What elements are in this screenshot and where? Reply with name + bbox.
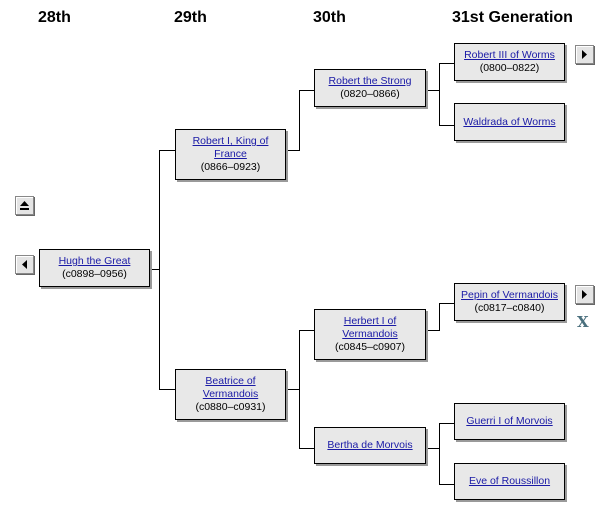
- connector-line: [426, 448, 440, 449]
- connector-line: [299, 90, 300, 151]
- connector-line: [299, 330, 300, 449]
- generation-header-30: 30th: [313, 9, 346, 26]
- person-link[interactable]: Waldrada of Worms: [463, 115, 556, 128]
- person-box-beatrice: Beatrice of Vermandois (c0880–c0931): [175, 369, 286, 420]
- person-box-hugh: Hugh the Great (c0898–0956): [39, 249, 150, 287]
- person-box-herbert-i: Herbert I of Vermandois (c0845–c0907): [314, 309, 426, 360]
- person-link[interactable]: Pepin of Vermandois: [461, 289, 558, 301]
- connector-line: [439, 303, 440, 331]
- person-box-eve: Eve of Roussillon: [454, 463, 565, 500]
- arrow-right-icon: [582, 290, 587, 299]
- connector-line: [439, 63, 454, 64]
- connector-line: [439, 63, 440, 126]
- connector-line: [439, 303, 454, 304]
- person-box-robert-i: Robert I, King of France (0866–0923): [175, 129, 286, 180]
- person-link[interactable]: Beatrice of Vermandois: [202, 375, 259, 400]
- connector-line: [159, 150, 175, 151]
- person-link[interactable]: Robert III of Worms: [464, 49, 555, 61]
- person-link[interactable]: Robert the Strong: [328, 75, 412, 87]
- person-link[interactable]: Eve of Roussillon: [468, 475, 551, 487]
- person-dates: (c0898–0956): [62, 268, 127, 280]
- connector-line: [159, 150, 160, 390]
- connector-line: [439, 423, 454, 424]
- generation-header-28: 28th: [38, 9, 71, 26]
- person-box-guerri: Guerri I of Morvois: [454, 403, 565, 440]
- connector-line: [286, 389, 300, 390]
- person-box-waldrada: Waldrada of Worms: [454, 103, 565, 141]
- connector-line: [286, 150, 300, 151]
- arrow-left-icon: [22, 260, 27, 269]
- connector-line: [159, 389, 175, 390]
- expand-robert-iii-button[interactable]: [575, 45, 594, 64]
- person-box-robert-iii: Robert III of Worms (0800–0822): [454, 43, 565, 81]
- person-dates: (0800–0822): [479, 62, 540, 74]
- person-box-robert-the-strong: Robert the Strong (0820–0866): [314, 69, 426, 107]
- person-link[interactable]: Robert I, King of France: [192, 135, 269, 160]
- eject-icon: [20, 201, 29, 210]
- person-box-pepin: Pepin of Vermandois (c0817–c0840): [454, 283, 565, 321]
- connector-line: [439, 484, 454, 485]
- navigate-back-button[interactable]: [15, 255, 34, 274]
- connector-line: [150, 269, 160, 270]
- connector-line: [426, 90, 440, 91]
- person-dates: (c0845–c0907): [334, 341, 406, 353]
- connector-line: [426, 330, 440, 331]
- connector-line: [299, 330, 314, 331]
- connector-line: [299, 90, 314, 91]
- person-link[interactable]: Herbert I of Vermandois: [342, 315, 398, 340]
- person-dates: (0820–0866): [340, 88, 400, 100]
- person-link[interactable]: Bertha de Morvois: [327, 439, 413, 451]
- generation-header-31: 31st Generation: [452, 9, 573, 26]
- person-dates: (0866–0923): [200, 161, 261, 173]
- arrow-right-icon: [582, 50, 587, 59]
- close-icon[interactable]: X: [577, 313, 589, 331]
- connector-line: [439, 423, 440, 485]
- connector-line: [439, 125, 454, 126]
- expand-pepin-button[interactable]: [575, 285, 594, 304]
- person-dates: (c0817–c0840): [474, 302, 545, 314]
- generation-header-29: 29th: [174, 9, 207, 26]
- person-link[interactable]: Guerri I of Morvois: [466, 415, 553, 427]
- person-link[interactable]: Hugh the Great: [58, 255, 131, 267]
- navigate-up-button[interactable]: [15, 196, 34, 215]
- person-box-bertha: Bertha de Morvois: [314, 427, 426, 464]
- person-dates: (c0880–c0931): [195, 401, 266, 413]
- connector-line: [299, 448, 314, 449]
